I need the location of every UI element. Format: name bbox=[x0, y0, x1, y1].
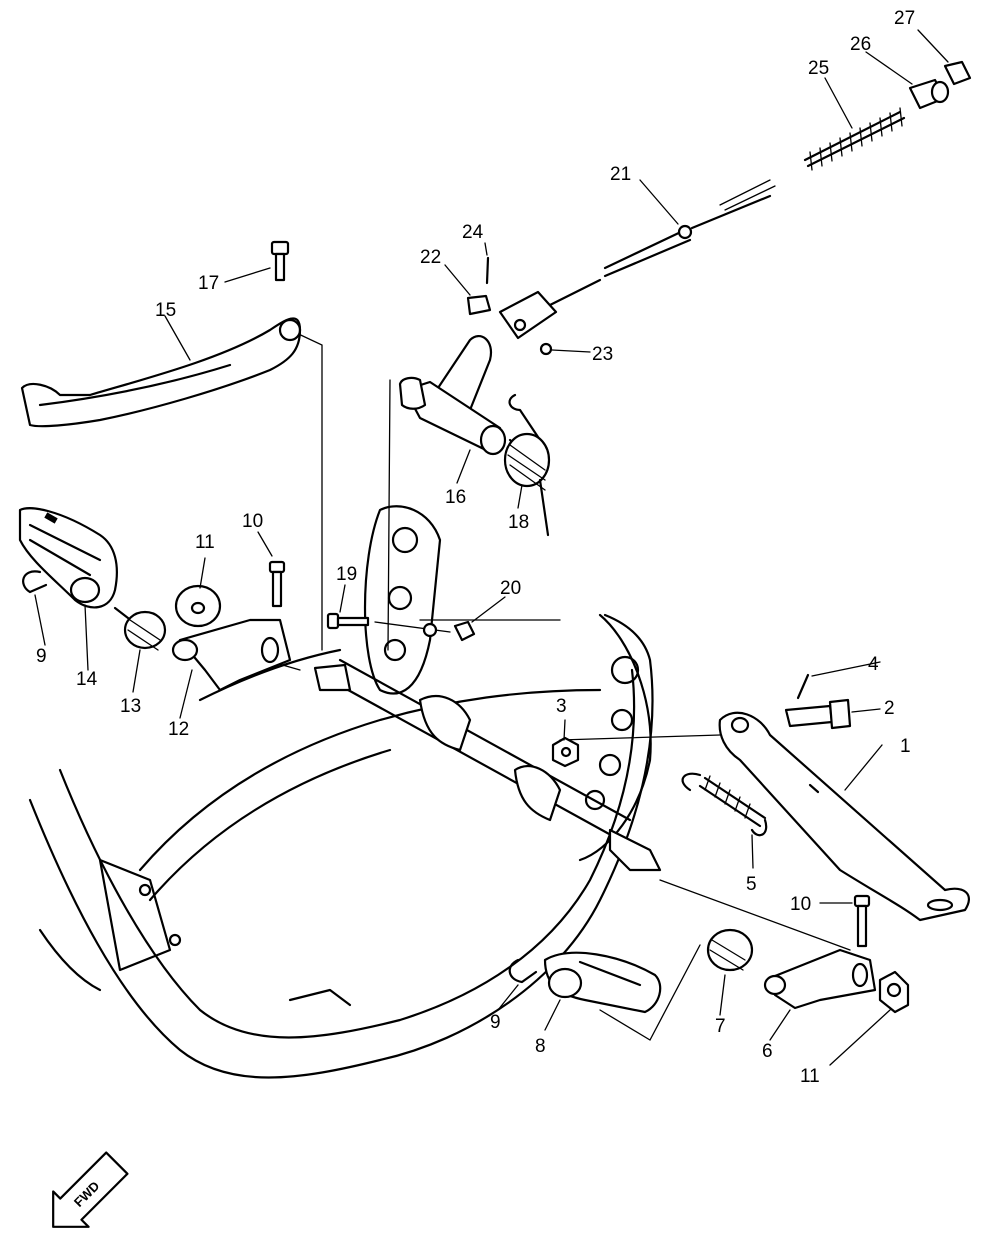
plate-bolt bbox=[326, 612, 370, 630]
callout-11: 11 bbox=[800, 1066, 820, 1087]
callout-27: 27 bbox=[894, 8, 915, 29]
callout-11-left: 11 bbox=[195, 532, 215, 553]
callout-25: 25 bbox=[808, 58, 829, 79]
callout-22: 22 bbox=[420, 247, 441, 268]
stand-spring bbox=[681, 772, 768, 837]
left-bracket-bolt bbox=[268, 560, 286, 608]
callout-20: 20 bbox=[500, 578, 521, 599]
adjuster-nut bbox=[908, 78, 950, 110]
callouts: 1 2 3 4 5 6 7 8 9 10 11 12 13 14 15 16 1… bbox=[36, 8, 915, 1087]
callout-18: 18 bbox=[508, 512, 529, 533]
callout-16: 16 bbox=[445, 487, 466, 508]
callout-9-left: 9 bbox=[36, 646, 47, 667]
callout-13: 13 bbox=[120, 696, 141, 717]
plate-nut bbox=[422, 620, 476, 642]
rod-spring bbox=[803, 107, 906, 171]
callout-4: 4 bbox=[868, 654, 879, 675]
left-footrest-spring bbox=[113, 606, 167, 651]
brake-shaft-lever bbox=[398, 335, 507, 456]
callout-10-left: 10 bbox=[242, 511, 263, 532]
callout-7: 7 bbox=[715, 1016, 726, 1037]
brake-pedal bbox=[20, 317, 302, 428]
stand-nut bbox=[551, 736, 580, 768]
callout-6: 6 bbox=[762, 1041, 773, 1062]
side-stand bbox=[718, 711, 970, 922]
stand-bolt bbox=[784, 698, 852, 730]
rod-clevis bbox=[498, 290, 558, 340]
left-footrest-plate bbox=[363, 505, 442, 695]
stand-cotter-pin bbox=[796, 673, 810, 700]
left-footrest bbox=[18, 507, 118, 609]
left-clip bbox=[22, 570, 48, 594]
right-footrest-spring bbox=[706, 928, 754, 972]
right-footrest-bracket bbox=[763, 948, 877, 1010]
right-washer-nut bbox=[878, 970, 910, 1014]
callout-26: 26 bbox=[850, 34, 871, 55]
label-leaders bbox=[34, 29, 949, 1066]
callout-23: 23 bbox=[592, 344, 613, 365]
clevis-pin bbox=[466, 294, 492, 316]
right-clip bbox=[508, 958, 538, 984]
right-bracket-bolt bbox=[853, 894, 871, 948]
callout-2: 2 bbox=[884, 698, 895, 719]
brake-rod bbox=[518, 179, 776, 322]
callout-17: 17 bbox=[198, 273, 219, 294]
left-washer bbox=[174, 584, 222, 628]
pivot-shaft bbox=[313, 658, 662, 872]
frame bbox=[28, 613, 654, 1079]
right-footrest bbox=[543, 951, 662, 1014]
callout-1: 1 bbox=[900, 736, 911, 757]
callout-9: 9 bbox=[490, 1012, 501, 1033]
right-leader bbox=[599, 944, 701, 1041]
forward-arrow: FWD bbox=[52, 1151, 129, 1228]
cotter-pin bbox=[485, 256, 490, 285]
callout-3: 3 bbox=[556, 696, 567, 717]
callout-24: 24 bbox=[462, 222, 484, 243]
return-spring bbox=[503, 393, 551, 537]
callout-19: 19 bbox=[336, 564, 357, 585]
leader-lines bbox=[229, 329, 851, 951]
wing-nut bbox=[943, 60, 972, 86]
callout-15: 15 bbox=[155, 300, 176, 321]
callout-5: 5 bbox=[746, 874, 757, 895]
callout-10: 10 bbox=[790, 894, 811, 915]
pedal-bolt bbox=[270, 240, 290, 282]
right-footrest-plate bbox=[578, 613, 652, 862]
callout-21: 21 bbox=[610, 164, 631, 185]
callout-14: 14 bbox=[76, 669, 98, 690]
callout-12: 12 bbox=[168, 719, 189, 740]
left-footrest-bracket bbox=[171, 618, 292, 692]
cotter-washer bbox=[539, 342, 553, 356]
callout-8: 8 bbox=[535, 1036, 546, 1057]
